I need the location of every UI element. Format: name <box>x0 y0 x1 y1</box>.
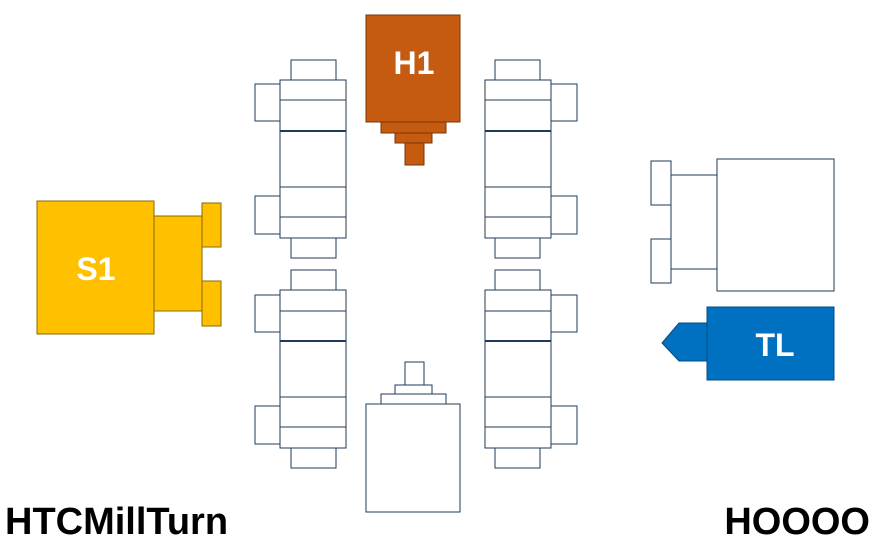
component-tl: TL <box>661 306 835 381</box>
clamp-lower-left <box>254 269 347 469</box>
caption-right: HOOOO <box>724 501 870 543</box>
clamp-upper-right <box>484 59 578 259</box>
clamp-lower-right <box>484 269 578 469</box>
clamp-upper-left <box>254 59 347 259</box>
component-s1: S1 <box>36 200 222 335</box>
s1-label: S1 <box>76 251 115 287</box>
tailstock-bottom <box>365 361 461 513</box>
caption-left: HTCMillTurn <box>5 501 229 543</box>
counter-spindle-right <box>650 158 835 292</box>
tl-label: TL <box>755 327 794 363</box>
component-h1: H1 <box>365 14 461 166</box>
h1-label: H1 <box>394 45 435 81</box>
